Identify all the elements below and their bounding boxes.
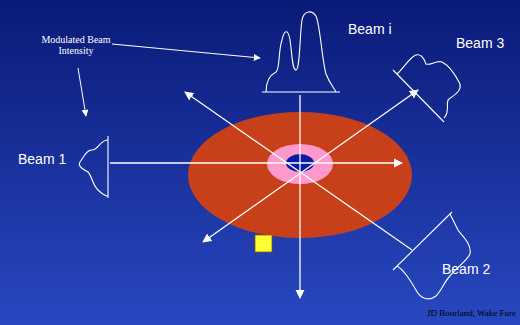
- beam-label: Beam 1: [18, 152, 66, 167]
- beam-axes: [110, 90, 418, 298]
- beam-axis: [299, 95, 300, 298]
- beam-profile: [79, 140, 108, 196]
- profile-baseline: [393, 70, 444, 122]
- leader-line: [112, 44, 260, 58]
- beam-profile: [266, 12, 336, 92]
- beam-profile: [397, 55, 460, 118]
- profile-baseline: [262, 91, 340, 92]
- beam-profile: [397, 214, 470, 299]
- beam-label: Beam 3: [456, 36, 504, 51]
- leader-line: [78, 68, 86, 116]
- beam-axis: [110, 162, 402, 163]
- intensity-profiles: [79, 12, 470, 299]
- beam-axis: [185, 92, 412, 250]
- organ-square: [255, 235, 272, 252]
- callout-label: Modulated Beam Intensity: [40, 34, 112, 56]
- credit-text: JD Bourland, Wake Fore: [427, 309, 516, 319]
- beam-axis: [203, 90, 418, 242]
- callout-arrows: [78, 44, 260, 116]
- beam-label: Beam 2: [442, 262, 490, 277]
- profile-baseline: [107, 136, 108, 198]
- beam-label: Beam i: [348, 22, 392, 37]
